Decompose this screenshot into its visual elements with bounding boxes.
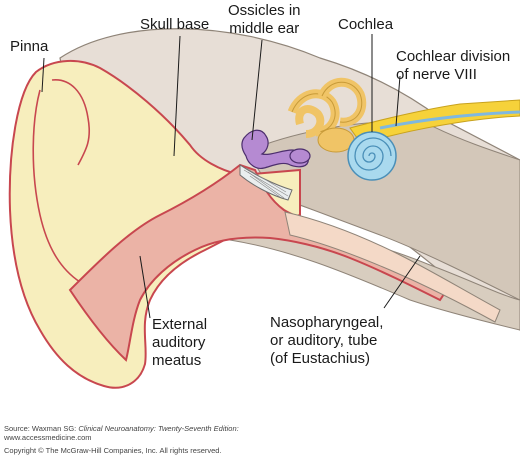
leader-lines	[41, 34, 421, 319]
pinna-rim	[51, 79, 91, 166]
cochlear-nerve-blue	[379, 110, 520, 130]
label-cochlear-division: Cochlear division of nerve VIII	[396, 48, 510, 84]
copyright-credit: Copyright © The McGraw-Hill Companies, I…	[4, 446, 222, 455]
cochlea-spiral	[354, 137, 392, 171]
label-ossicles-line-1: Ossicles in	[228, 2, 301, 19]
label-cochlea-text: Cochlea	[338, 16, 394, 33]
stapes-shape	[289, 148, 311, 164]
ear-drum	[239, 164, 293, 201]
label-pinna-text: Pinna	[10, 38, 49, 55]
label-nasopharyngeal-line-2: or auditory, tube	[270, 332, 378, 349]
label-external-meatus-line-2: auditory	[152, 334, 206, 351]
pinna-fold	[32, 89, 81, 283]
website-text: www.accessmedicine.com	[4, 433, 92, 442]
website-credit: www.accessmedicine.com	[4, 433, 92, 442]
label-external-meatus-line-1: External	[152, 316, 208, 333]
label-skull-base: Skull base	[140, 16, 209, 34]
eustachian-tube-shape	[284, 211, 501, 323]
label-nasopharyngeal: Nasopharyngeal, or auditory, tube (of Eu…	[270, 314, 383, 368]
label-nasopharyngeal-line-3: (of Eustachius)	[270, 350, 371, 367]
semicircular-canals	[287, 77, 367, 138]
label-external-meatus-line-3: meatus	[152, 352, 202, 369]
label-ossicles-line-2: middle ear	[229, 20, 300, 37]
source-prefix: Source: Waxman SG:	[4, 424, 79, 433]
ear-drum-rays	[243, 167, 289, 199]
label-cochlear-division-line-2: of nerve VIII	[396, 66, 477, 83]
label-pinna: Pinna	[10, 38, 48, 56]
label-cochlear-division-line-1: Cochlear division	[396, 48, 511, 65]
source-credit: Source: Waxman SG: Clinical Neuroanatomy…	[4, 424, 239, 433]
ear-canal-shape	[68, 163, 452, 362]
label-external-meatus: External auditory meatus	[152, 316, 207, 370]
source-title: Clinical Neuroanatomy: Twenty-Seventh Ed…	[78, 424, 239, 433]
label-ossicles: Ossicles in middle ear	[228, 2, 301, 38]
label-skull-base-text: Skull base	[140, 16, 210, 33]
copyright-text: Copyright © The McGraw-Hill Companies, I…	[4, 446, 222, 455]
label-nasopharyngeal-line-1: Nasopharyngeal,	[270, 314, 384, 331]
label-cochlea: Cochlea	[338, 16, 393, 34]
